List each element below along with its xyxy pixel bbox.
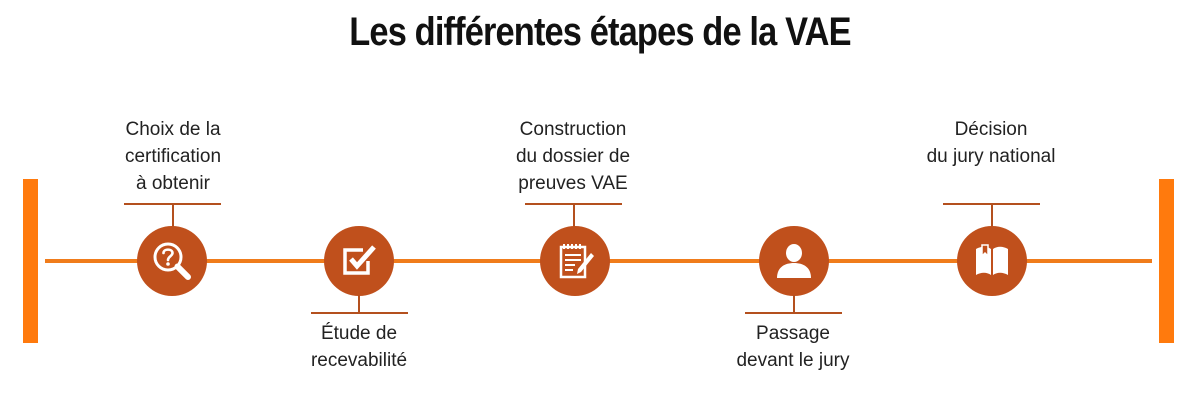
step-connector-decision [991,205,993,227]
step-circle-etude [324,226,394,296]
step-connector-etude [358,295,360,313]
step-connector-construction [573,205,575,227]
step-label-choix: Choix de la certification à obtenir [124,119,222,194]
timeline-end-bar [1159,179,1174,343]
step-label-etude: Étude de recevabilité [310,323,408,371]
step-connector-choix [172,205,174,227]
checkbox-icon [343,245,376,275]
book-icon [976,244,1008,275]
step-tick-etude [311,312,408,314]
step-circle-passage [759,226,829,296]
page-title: Les différentes étapes de la VAE [349,10,851,54]
step-circle-decision [957,226,1027,296]
step-label-passage: Passage devant le jury [736,323,850,371]
step-circle-choix [137,226,207,296]
timeline-start-bar [23,179,38,343]
person-icon [777,244,811,278]
step-tick-decision [943,203,1040,205]
step-tick-construction [525,203,622,205]
step-tick-passage [745,312,842,314]
step-label-construction: Construction du dossier de preuves VAE [515,119,631,194]
step-tick-choix [124,203,221,205]
search-question-icon [153,242,191,280]
notepad-pencil-icon [559,244,594,279]
step-label-decision: Décision du jury national [926,119,1056,167]
step-connector-passage [793,295,795,313]
step-circle-construction [540,226,610,296]
